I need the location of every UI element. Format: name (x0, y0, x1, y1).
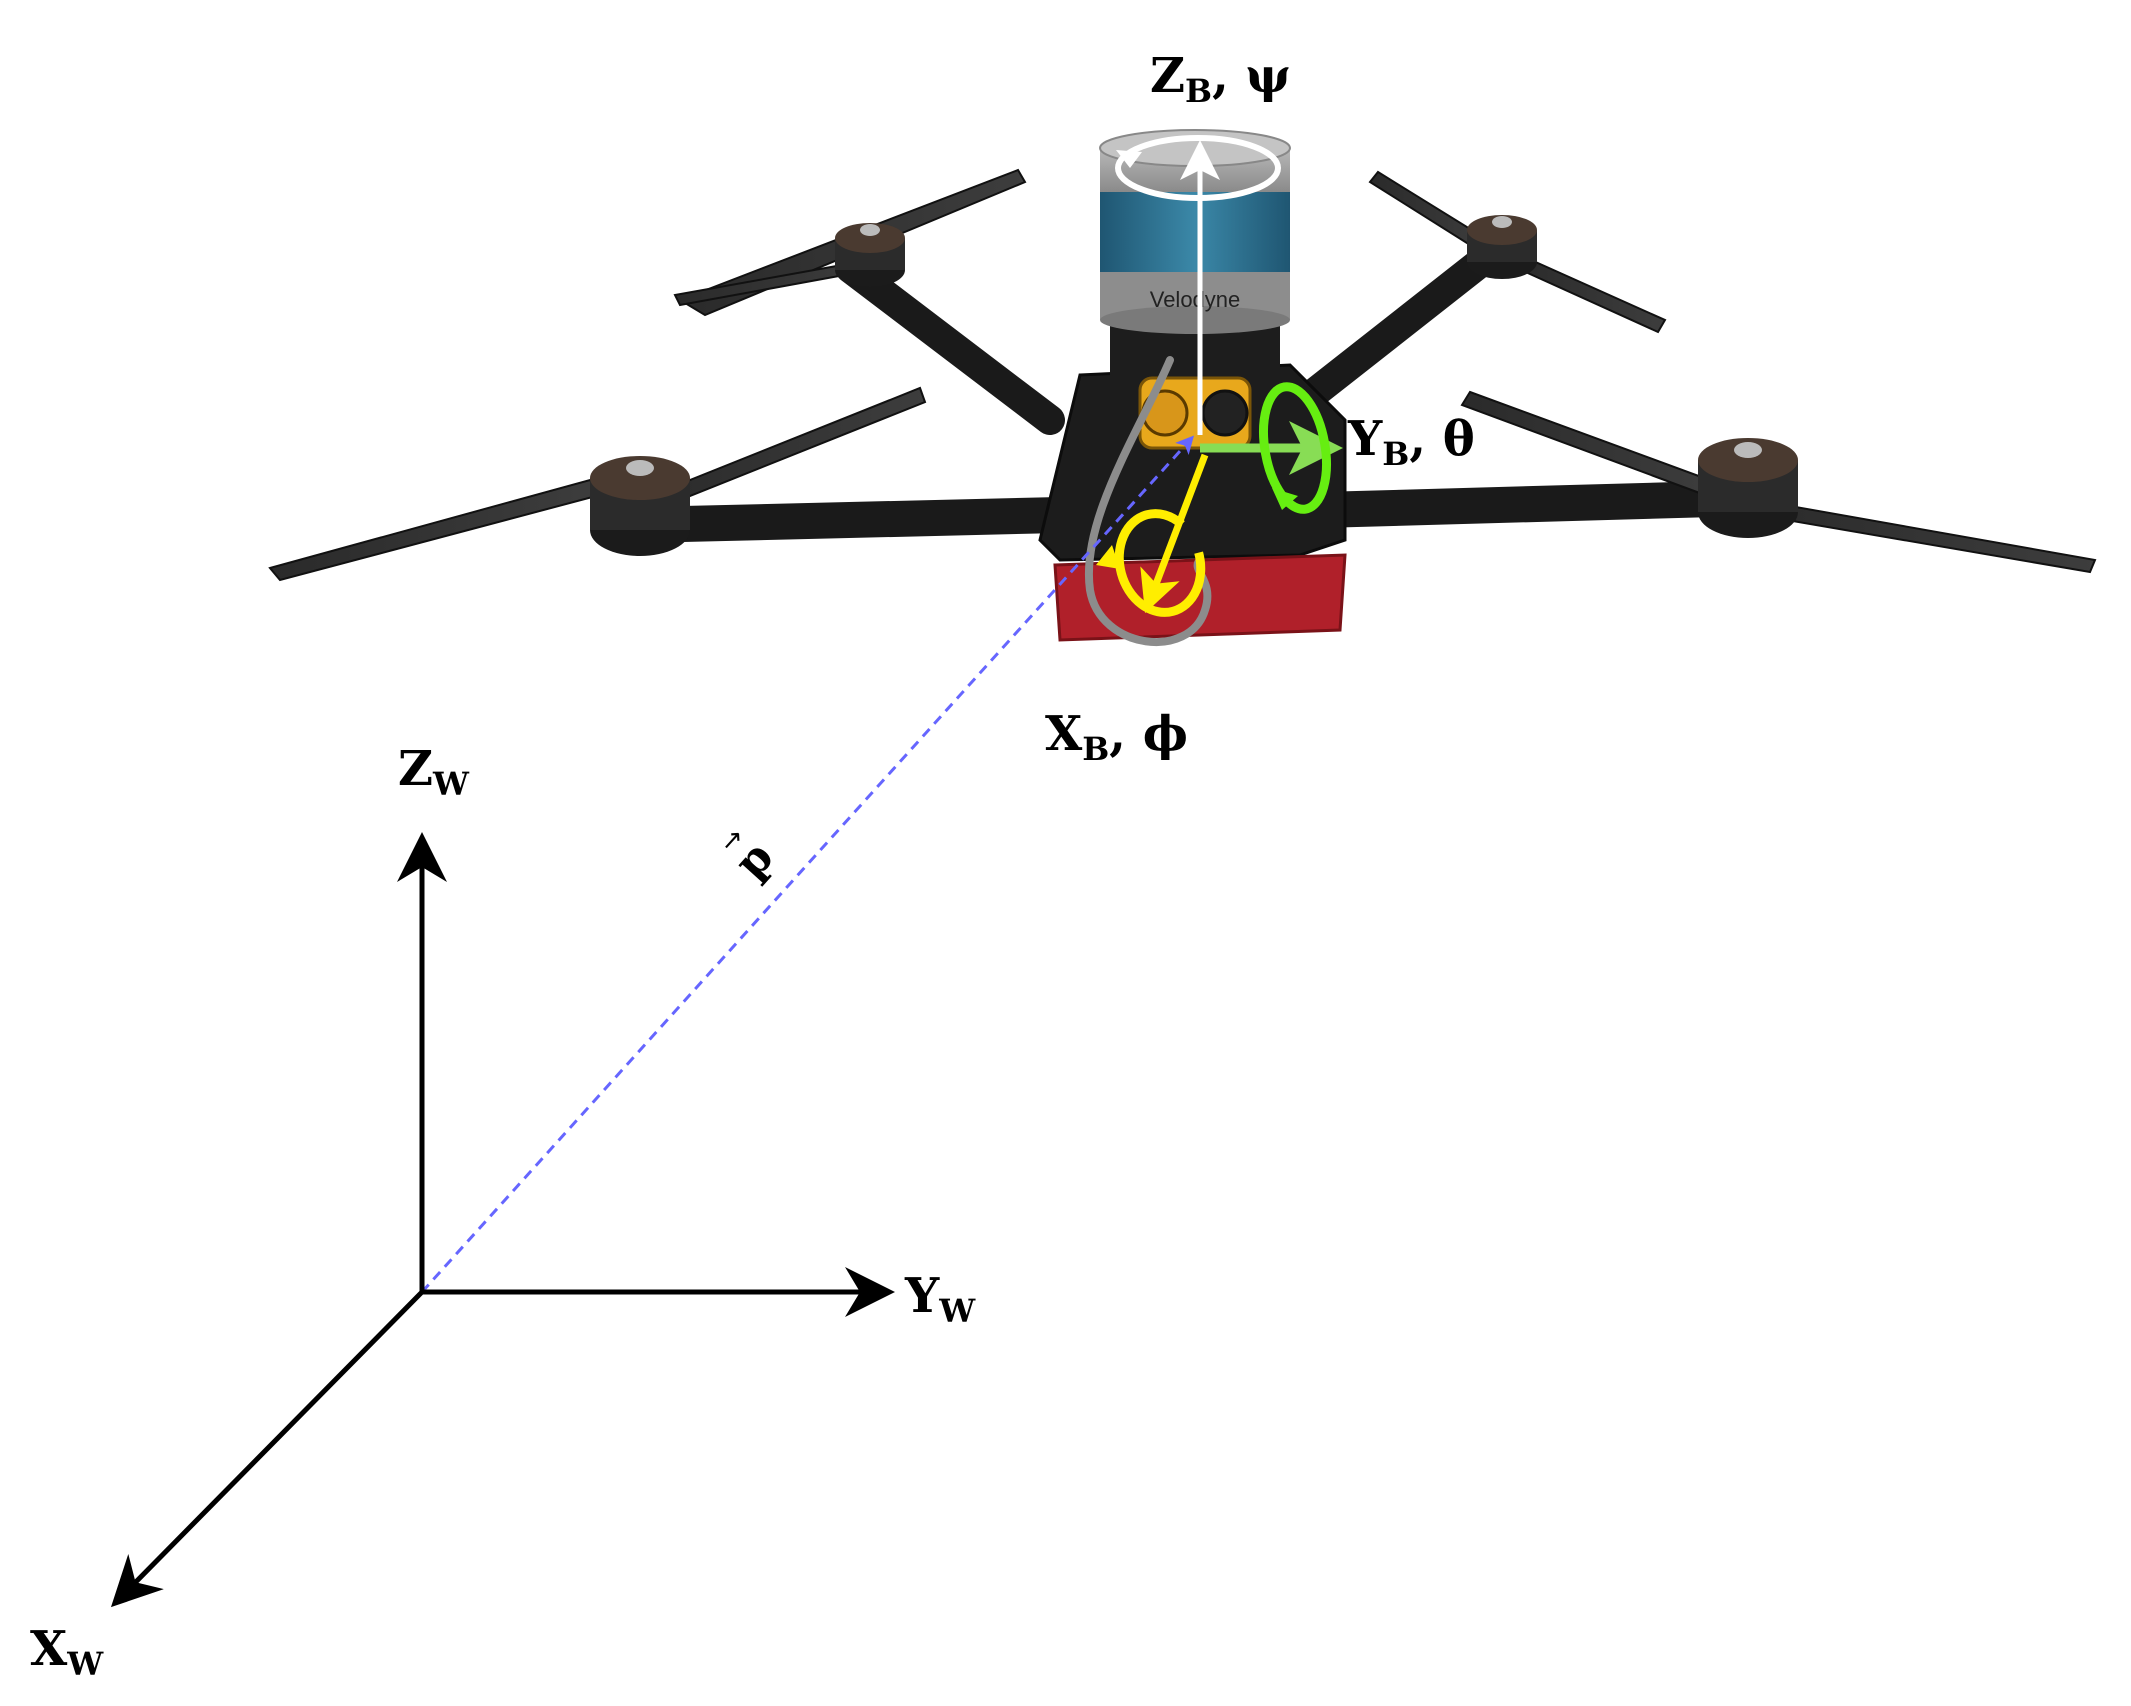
rotation-y-icon (1259, 382, 1331, 514)
label-xb: XB, ϕ (1045, 706, 1188, 768)
label-zb: ZB, ψ (1150, 48, 1291, 110)
body-frame (1096, 135, 1343, 617)
motors (590, 215, 1798, 556)
label-yw-sub: W (938, 1292, 976, 1330)
drone-photo: Velodyne (268, 129, 2097, 646)
label-yb-main: Y (1347, 411, 1383, 467)
lidar-sensor: Velodyne (1099, 129, 1291, 334)
rotation-x-icon (1096, 509, 1206, 617)
label-yb-angle: , θ (1409, 411, 1474, 467)
motor-front-left (590, 456, 690, 556)
label-zw: ZW (398, 741, 470, 803)
svg-text:YB, θ: YB, θ (1347, 411, 1475, 473)
motor-front-right (1698, 438, 1798, 538)
label-xw-main: X (30, 1621, 68, 1677)
bottom-mount (1053, 553, 1347, 642)
cable (1084, 356, 1212, 646)
motor-rear-left (835, 223, 905, 287)
label-zb-angle: , ψ (1212, 48, 1291, 104)
label-xw: XW (30, 1621, 104, 1683)
label-yb-sub: B (1382, 435, 1409, 473)
body-x-axis (1140, 453, 1209, 614)
label-zb-sub: B (1185, 72, 1212, 110)
position-vector (420, 435, 1195, 1294)
label-xb-sub: B (1082, 730, 1109, 768)
label-xw-sub: W (66, 1645, 104, 1683)
svg-text:ZB, ψ: ZB, ψ (1150, 48, 1291, 110)
label-xb-angle: , ϕ (1109, 706, 1188, 762)
world-frame (110, 832, 895, 1608)
label-zb-main: Z (1150, 48, 1185, 104)
label-zw-main: Z (398, 741, 433, 797)
svg-text:YW: YW (904, 1268, 976, 1330)
rotation-z-icon (1115, 135, 1281, 201)
position-vector-label: p → (714, 822, 784, 888)
svg-text:XW: XW (30, 1621, 104, 1683)
motor-rear-right (1467, 215, 1537, 279)
world-x-axis (110, 1290, 424, 1608)
svg-text:ZW: ZW (398, 741, 470, 803)
label-yb: YB, θ (1347, 411, 1475, 473)
label-zw-sub: W (432, 765, 470, 803)
lidar-brand-text: Velodyne (1150, 287, 1241, 312)
label-yw: YW (904, 1268, 976, 1330)
label-xb-main: X (1045, 706, 1083, 762)
label-yw-main: Y (904, 1268, 940, 1324)
svg-text:XB, ϕ: XB, ϕ (1045, 706, 1188, 768)
